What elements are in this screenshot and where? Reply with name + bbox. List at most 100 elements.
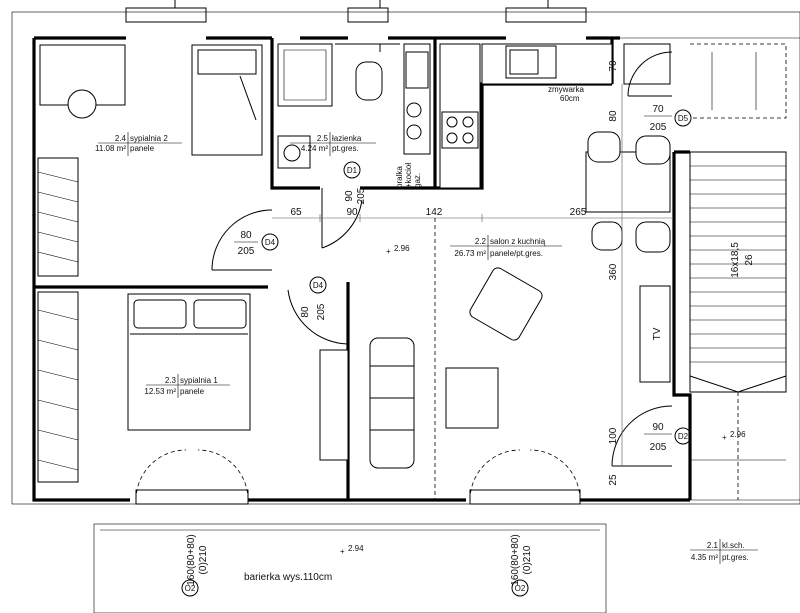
svg-text:+kocioł: +kocioł (404, 163, 413, 188)
tv-cabinet (639, 285, 671, 383)
svg-text:pt.gres.: pt.gres. (332, 144, 359, 153)
bathroom-fixtures (277, 43, 431, 169)
dresser (319, 349, 349, 461)
washbasin (277, 135, 311, 169)
svg-text:4.24 m²: 4.24 m² (301, 144, 328, 153)
stair-above-outline (690, 43, 787, 119)
svg-text:(0)210: (0)210 (198, 545, 209, 574)
dimension-lines (272, 84, 674, 500)
top-windows (125, 0, 587, 23)
svg-text:25: 25 (608, 474, 619, 486)
svg-text:60cm: 60cm (560, 94, 580, 103)
building-outline (11, 11, 800, 505)
svg-text:panele: panele (180, 387, 205, 396)
shower (277, 43, 333, 107)
room-2-3: 2.3 sypialnia 1 12.53 m² panele (144, 374, 230, 398)
svg-text:160(80+80): 160(80+80) (186, 534, 197, 585)
door-d4-bottom: D4 80 205 (300, 276, 327, 320)
svg-text:16x18,5: 16x18,5 (730, 242, 741, 278)
svg-text:2.96: 2.96 (394, 244, 410, 253)
svg-text:pt.gres.: pt.gres. (722, 553, 749, 562)
room-2-4: 2.4 sypialnia 2 11.08 m² panele (95, 132, 182, 156)
staircase (689, 151, 787, 500)
svg-text:26: 26 (744, 254, 755, 266)
svg-text:160(80+80): 160(80+80) (510, 534, 521, 585)
svg-text:80: 80 (608, 110, 619, 122)
svg-text:100: 100 (608, 427, 619, 444)
svg-text:D5: D5 (678, 114, 689, 123)
chair (67, 89, 97, 119)
sofa (369, 337, 415, 469)
wardrobe-2 (37, 291, 79, 483)
svg-text:(0)210: (0)210 (522, 545, 533, 574)
svg-text:80: 80 (300, 306, 311, 318)
svg-text:zmywarka: zmywarka (548, 85, 585, 94)
svg-text:26.73 m²: 26.73 m² (454, 249, 486, 258)
svg-text:90: 90 (652, 422, 664, 433)
svg-text:2.94: 2.94 (348, 544, 364, 553)
svg-text:70: 70 (652, 104, 664, 115)
svg-text:kl.sch.: kl.sch. (722, 541, 745, 550)
svg-text:O2: O2 (515, 584, 526, 593)
svg-text:90: 90 (344, 190, 355, 202)
coffee-table (445, 367, 499, 429)
svg-text:90: 90 (346, 207, 358, 218)
svg-text:265: 265 (570, 207, 587, 218)
dining-area (585, 131, 671, 253)
window-o2-left: 160(80+80) (0)210 O2 (181, 534, 209, 597)
svg-text:4.35 m²: 4.35 m² (691, 553, 718, 562)
level-marks: + 2.96 + 2.96 + 2.94 (340, 244, 746, 556)
svg-text:+: + (722, 433, 727, 442)
svg-text:+: + (340, 547, 345, 556)
door-d5: 70 205 D5 (644, 104, 692, 133)
svg-text:205: 205 (238, 246, 255, 257)
door-swings (211, 51, 673, 467)
svg-text:11.08 m²: 11.08 m² (95, 144, 126, 153)
svg-text:D2: D2 (678, 432, 689, 441)
door-d2: 90 205 D2 (644, 422, 692, 453)
svg-text:2.5: 2.5 (317, 134, 329, 143)
svg-text:barierka wys.110cm: barierka wys.110cm (244, 572, 332, 583)
sink (505, 45, 557, 79)
kitchen (439, 43, 671, 189)
room-2-1: 2.1 kl.sch. 4.35 m² pt.gres. (690, 539, 758, 564)
cooktop (441, 111, 479, 149)
svg-text:80: 80 (240, 230, 252, 241)
balcony-openings (135, 449, 581, 505)
svg-text:panele: panele (130, 144, 155, 153)
svg-text:142: 142 (426, 207, 443, 218)
bedroom2-furniture (37, 44, 263, 277)
svg-text:sypialnia 1: sypialnia 1 (180, 376, 218, 385)
svg-text:pralka: pralka (395, 166, 404, 188)
misc-labels: zmywarka 60cm pralka +kocioł gaz. TV 16x… (244, 85, 755, 583)
svg-text:TV: TV (652, 327, 663, 340)
svg-text:O2: O2 (185, 584, 196, 593)
svg-text:360: 360 (608, 263, 619, 280)
dimension-labels: 65 90 142 265 360 70 80 100 25 (290, 60, 619, 486)
svg-text:łazienka: łazienka (332, 134, 362, 143)
svg-text:2.3: 2.3 (165, 376, 177, 385)
room-2-2: 2.2 salon z kuchnią 26.73 m² panele/pt.g… (450, 235, 562, 260)
svg-text:+: + (386, 247, 391, 256)
svg-text:gaz.: gaz. (413, 173, 422, 188)
svg-text:205: 205 (650, 442, 667, 453)
toilet (355, 61, 383, 101)
balcony (93, 523, 607, 613)
window-o2-right: 160(80+80) (0)210 O2 (510, 534, 533, 597)
svg-text:205: 205 (650, 122, 667, 133)
bedroom1-furniture (37, 291, 251, 483)
svg-text:2.1: 2.1 (707, 541, 719, 550)
svg-text:70: 70 (608, 60, 619, 72)
svg-text:205: 205 (356, 187, 367, 204)
svg-text:D4: D4 (265, 238, 276, 247)
svg-text:panele/pt.gres.: panele/pt.gres. (490, 249, 543, 258)
svg-text:sypialnia 2: sypialnia 2 (130, 134, 168, 143)
svg-text:2.2: 2.2 (475, 237, 487, 246)
svg-text:65: 65 (290, 207, 302, 218)
svg-text:salon z kuchnią: salon z kuchnią (490, 237, 546, 246)
armchair (469, 267, 543, 341)
svg-text:D1: D1 (347, 166, 358, 175)
door-d1: D1 90 205 (343, 161, 367, 204)
living-furniture (319, 267, 671, 469)
